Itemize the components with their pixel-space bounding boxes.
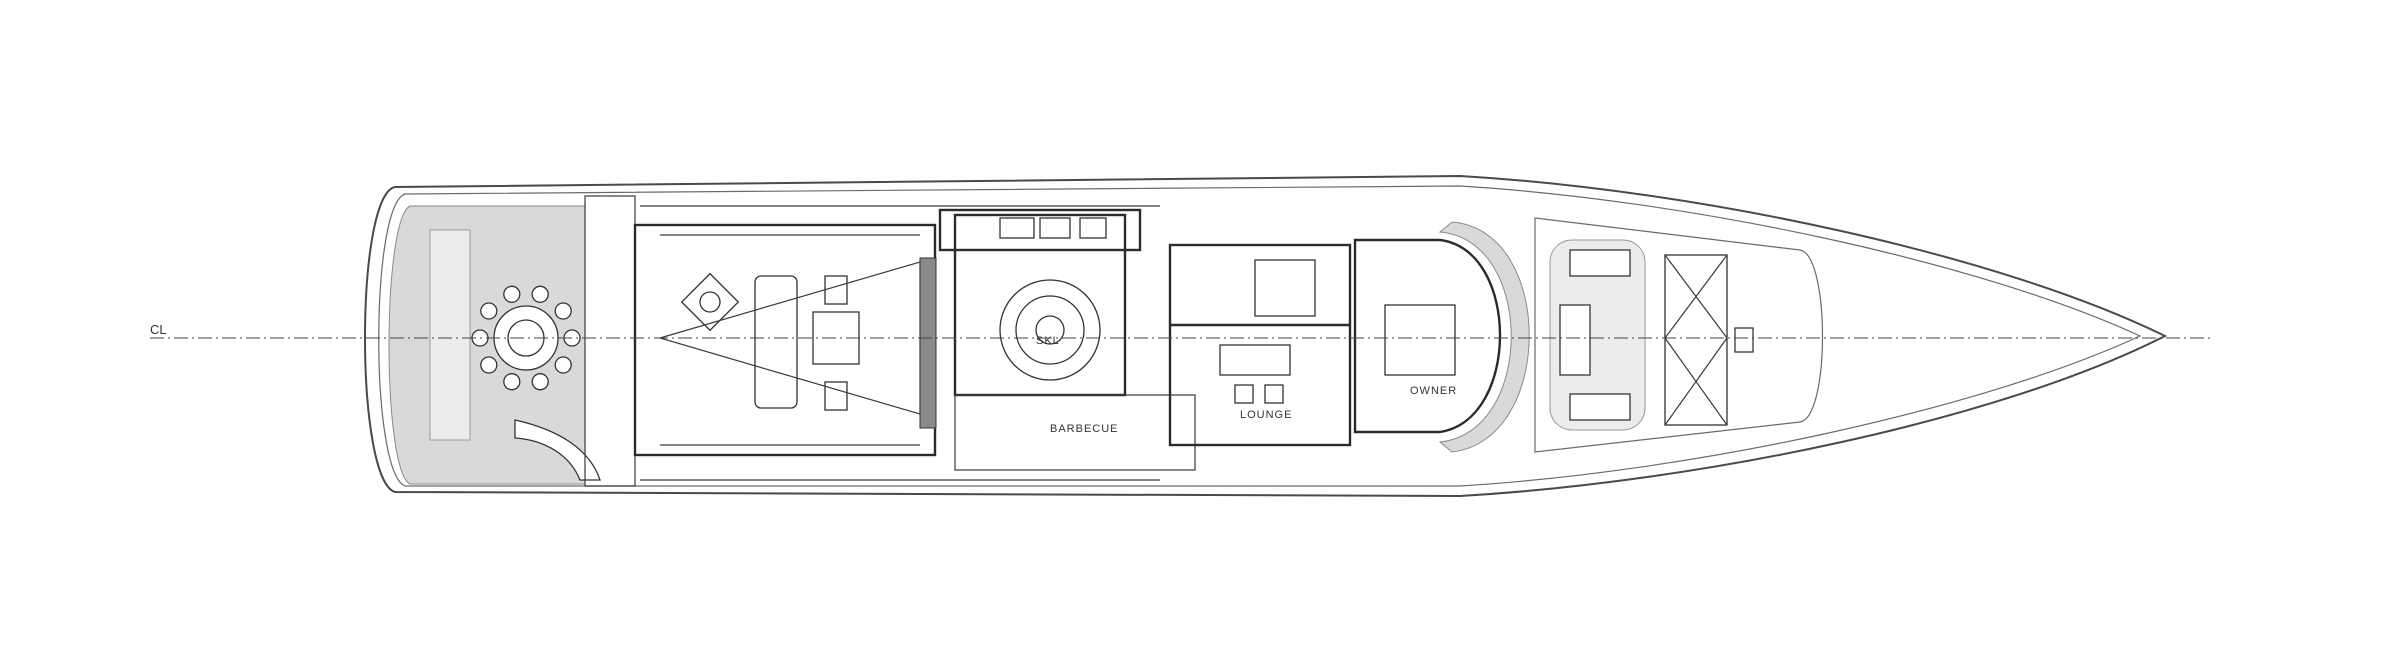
stair-mark: SKL — [1036, 335, 1060, 347]
hull-inner-line — [378, 185, 2142, 487]
foredeck-seat-bottom — [1569, 393, 1631, 421]
room-label-lower-center: BARBECUE — [1050, 423, 1119, 435]
dining-chair — [531, 285, 549, 303]
anchor-windlass — [1734, 327, 1754, 353]
centerline-label: CL — [150, 322, 167, 337]
dining-chair — [554, 302, 572, 320]
foredeck-seat-top — [1569, 249, 1631, 277]
cabin-block — [1168, 243, 1352, 447]
master-suite — [1353, 238, 1502, 434]
service-block-top — [938, 208, 1142, 252]
dining-chair — [480, 302, 498, 320]
office-desk — [1219, 344, 1291, 376]
foredeck-sunpad — [1559, 304, 1591, 376]
tv-cabinet — [919, 257, 937, 429]
service-fixture-a — [999, 217, 1035, 239]
room-label-office: LOUNGE — [1240, 409, 1292, 421]
salon-armchair-top — [824, 275, 848, 305]
dining-chair — [480, 356, 498, 374]
service-fixture-b — [1039, 217, 1071, 239]
foredeck-lounge — [1549, 239, 1646, 431]
salon-armchair-bottom — [824, 381, 848, 411]
dining-table — [493, 305, 559, 371]
dining-chair — [503, 373, 521, 391]
dining-chair — [503, 285, 521, 303]
dining-chair — [531, 373, 549, 391]
salon-game-table — [680, 272, 740, 332]
cabin-bed-top — [1254, 259, 1316, 317]
aft-deck-bench — [429, 229, 471, 441]
lower-center-room — [954, 394, 1196, 471]
dining-chair — [554, 356, 572, 374]
aft-stair-port — [514, 419, 601, 481]
room-label-forward: OWNER — [1410, 385, 1457, 397]
spiral-stair — [999, 279, 1101, 381]
salon-sofa-left — [754, 275, 798, 409]
office-chair-b — [1264, 384, 1284, 404]
master-suite-deck-curve — [1438, 221, 1530, 453]
bow-skylight — [1664, 254, 1728, 426]
office-chair-a — [1234, 384, 1254, 404]
service-fixture-c — [1079, 217, 1107, 239]
master-bed — [1384, 304, 1456, 376]
foredeck-outline — [1534, 217, 1823, 453]
